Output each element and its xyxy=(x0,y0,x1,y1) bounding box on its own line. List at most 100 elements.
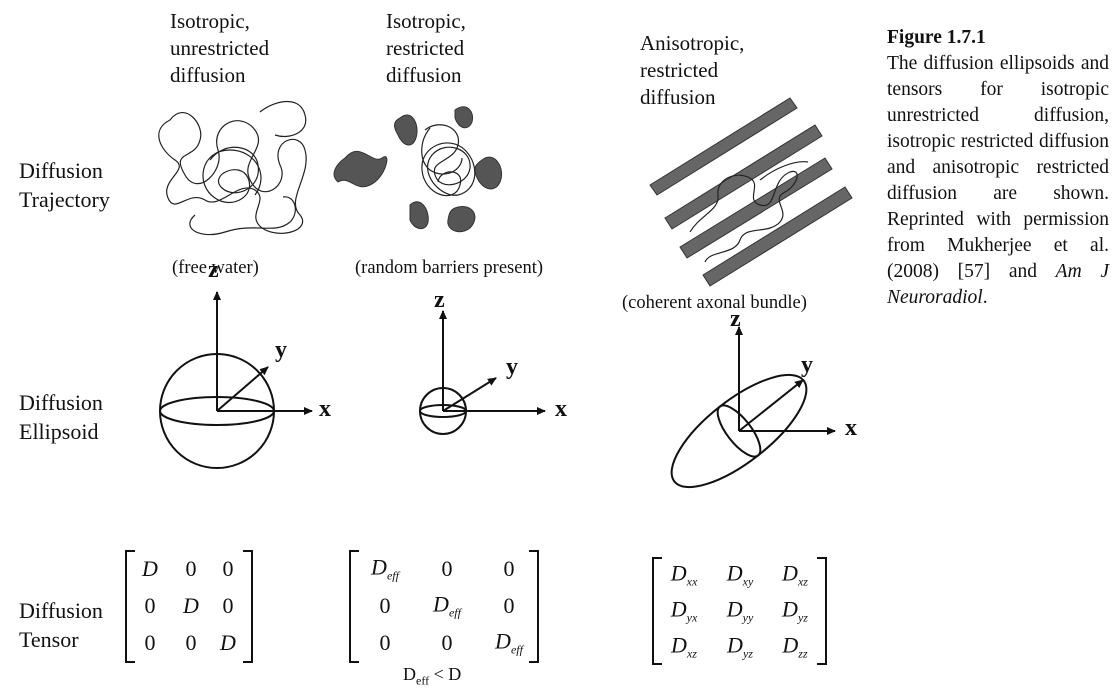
header-line: diffusion xyxy=(386,63,462,87)
matrix-cell: Dxz xyxy=(782,560,808,589)
header-isotropic-restricted: Isotropic, restricted diffusion xyxy=(386,8,466,89)
cell-subscript: yz xyxy=(742,646,753,661)
row-label-tensor: Diffusion Tensor xyxy=(19,596,103,654)
condition-deff-less-than-d: Deff < D xyxy=(403,664,461,689)
cell-value: 0 xyxy=(503,556,515,581)
cell-symbol: D xyxy=(670,560,687,586)
matrix-cell: Dxy xyxy=(727,560,754,589)
cell-symbol: D xyxy=(782,560,798,586)
matrix-cell: Deff xyxy=(433,591,461,620)
matrix-right-bracket xyxy=(529,550,539,663)
axonal-trajectory xyxy=(689,161,809,263)
row-label-line: Ellipsoid xyxy=(19,419,99,444)
axis-label-z: z xyxy=(730,306,741,332)
condition-rest: < D xyxy=(429,664,462,684)
note-random-barriers: (random barriers present) xyxy=(355,258,543,278)
axis-label-x: x xyxy=(555,396,567,422)
matrix-cell: 0 xyxy=(442,556,453,582)
caption-title: Figure 1.7.1 xyxy=(887,27,986,48)
cell-value: 0 xyxy=(441,630,453,655)
cell-symbol: D xyxy=(727,632,743,658)
matrix-right-bracket xyxy=(243,550,253,663)
cell-symbol: D xyxy=(782,632,799,658)
cell-subscript: eff xyxy=(386,568,399,583)
matrix-cell: 0 xyxy=(380,630,391,656)
header-line: diffusion xyxy=(640,85,716,109)
matrix-cell: 0 xyxy=(504,556,515,582)
cell-value: 0 xyxy=(441,556,453,581)
ellipsoid-isotropic-restricted xyxy=(419,310,546,435)
matrix-cell: 0 xyxy=(145,630,156,656)
cell-subscript: xx xyxy=(686,574,698,589)
cell-value: 0 xyxy=(144,593,156,618)
tensor-matrix-anisotropic: Dxx Dxy Dxz Dyx Dyy Dyz Dxz Dyz Dzz xyxy=(652,557,827,665)
row-label-line: Diffusion xyxy=(19,390,103,415)
matrix-left-bracket xyxy=(125,550,135,663)
cell-value: 0 xyxy=(185,630,197,655)
matrix-cell: 0 xyxy=(442,630,453,656)
tensor-matrix-isotropic: D 0 0 0 D 0 0 0 D xyxy=(125,550,253,663)
cell-subscript: eff xyxy=(510,642,523,657)
axis-label-z: z xyxy=(434,287,445,313)
axonal-bundle xyxy=(649,97,853,287)
matrix-cell: 0 xyxy=(186,556,197,582)
caption-end: . xyxy=(982,287,988,308)
condition-symbol: D xyxy=(403,664,416,684)
row-label-line: Diffusion xyxy=(19,598,103,623)
cell-symbol: D xyxy=(495,628,511,654)
matrix-cell: D xyxy=(183,593,199,619)
matrix-cell: 0 xyxy=(504,593,515,619)
cell-subscript: zz xyxy=(798,646,808,661)
cell-value: D xyxy=(220,630,236,655)
matrix-cell: Dxx xyxy=(671,560,698,589)
cell-value: 0 xyxy=(503,593,515,618)
cell-value: 0 xyxy=(379,593,391,618)
cell-symbol: D xyxy=(670,596,687,622)
cell-symbol: D xyxy=(433,591,449,617)
condition-subscript: eff xyxy=(416,673,430,688)
matrix-cell: 0 xyxy=(223,556,234,582)
ellipsoid-isotropic-unrestricted xyxy=(159,291,313,469)
cell-value: 0 xyxy=(222,556,234,581)
cell-value: D xyxy=(142,556,158,581)
ellipsoid-anisotropic xyxy=(670,326,836,489)
matrix-cell: Dyx xyxy=(671,596,698,625)
cell-subscript: xz xyxy=(797,574,808,589)
axis-label-y: y xyxy=(506,354,518,380)
cell-subscript: xz xyxy=(686,646,697,661)
axis-label-x: x xyxy=(319,396,331,422)
matrix-left-bracket xyxy=(349,550,359,663)
matrix-cell: Deff xyxy=(495,628,523,657)
cell-subscript: yy xyxy=(742,610,754,625)
header-anisotropic-restricted: Anisotropic, restricted diffusion xyxy=(640,30,744,111)
axis-label-x: x xyxy=(845,415,857,441)
cell-symbol: D xyxy=(671,632,687,658)
matrix-cell: Deff xyxy=(371,554,399,583)
axis-label-z: z xyxy=(208,257,219,283)
cell-value: 0 xyxy=(144,630,156,655)
axis-label-y: y xyxy=(275,337,287,363)
caption-body: The diffusion ellipsoids and tensors for… xyxy=(887,53,1109,282)
row-label-ellipsoid: Diffusion Ellipsoid xyxy=(19,388,103,446)
matrix-cell: 0 xyxy=(223,593,234,619)
row-label-trajectory: Diffusion Trajectory xyxy=(19,156,110,214)
cell-symbol: D xyxy=(371,554,387,580)
matrix-cell: D xyxy=(142,556,158,582)
note-free-water: (free water) xyxy=(172,258,259,278)
cell-subscript: xy xyxy=(742,574,754,589)
row-label-line: Tensor xyxy=(19,627,79,652)
tensor-matrix-restricted: Deff 0 0 0 Deff 0 0 0 Deff xyxy=(349,550,539,663)
free-water-trajectory xyxy=(158,100,307,236)
header-line: unrestricted xyxy=(170,36,270,60)
header-line: restricted xyxy=(386,36,465,60)
cell-subscript: yx xyxy=(686,610,698,625)
axis-label-y: y xyxy=(801,352,813,378)
matrix-cell: D xyxy=(220,630,236,656)
header-isotropic-unrestricted: Isotropic, unrestricted diffusion xyxy=(170,8,269,89)
matrix-cell: Dyy xyxy=(727,596,754,625)
matrix-cell: Dzz xyxy=(782,632,807,661)
header-line: diffusion xyxy=(170,63,246,87)
header-line: restricted xyxy=(640,58,719,82)
header-line: Isotropic, xyxy=(386,9,466,33)
